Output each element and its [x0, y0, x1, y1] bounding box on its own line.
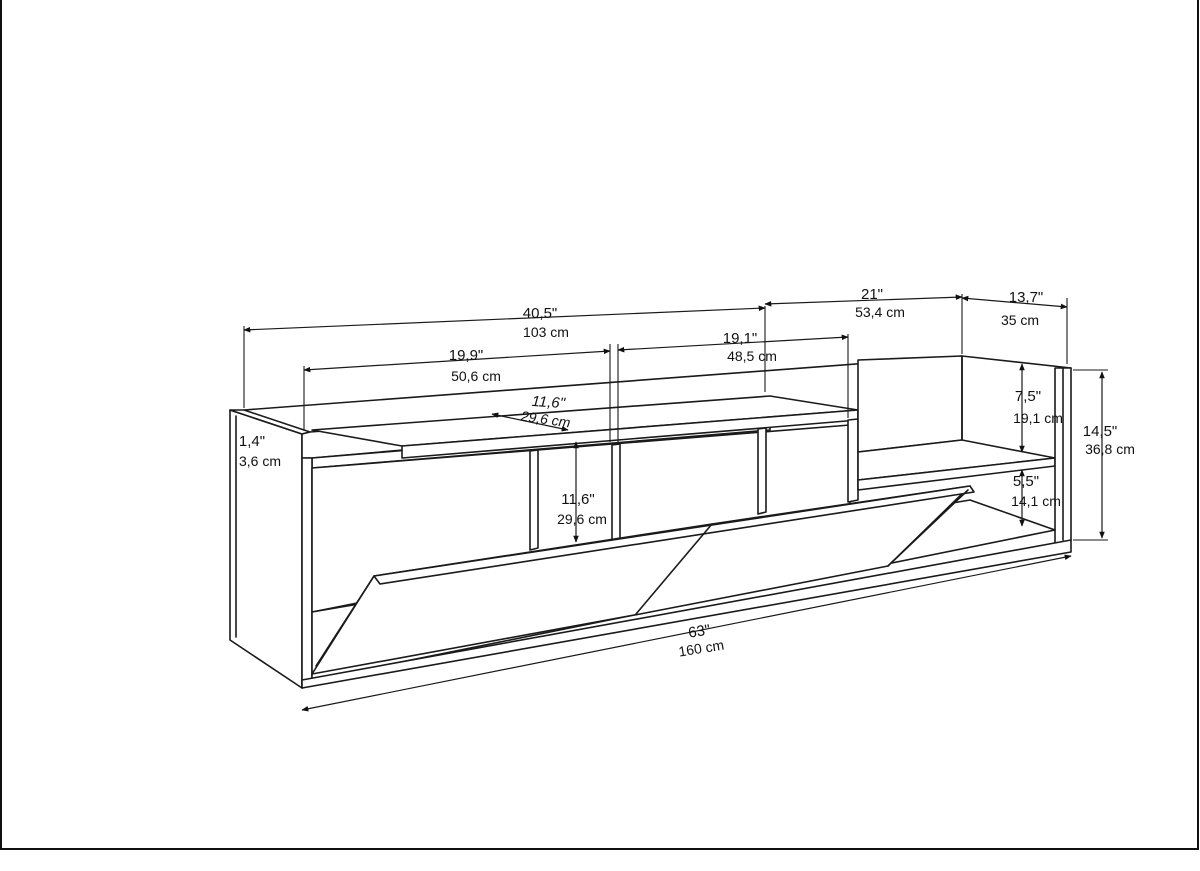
dim-line-left-section [243, 305, 766, 333]
label-raised-top-inches: 11,6" [531, 393, 566, 412]
label-overall-width-inches: 63" [687, 621, 711, 641]
dim-line-middle-top [764, 294, 963, 307]
label-middle-top-cm: 53,4 cm [855, 304, 905, 320]
label-side-thickness-inches: 1,4" [239, 433, 265, 450]
label-overall-height-cm: 36,8 cm [1085, 441, 1135, 457]
label-compartment-height-cm: 29,6 cm [557, 511, 607, 527]
label-left-compartment-inches: 19,9" [449, 347, 484, 364]
left-front-edge [301, 457, 313, 689]
label-lower-shelf-cm: 14,1 cm [1011, 493, 1061, 509]
label-compartment-height-inches: 11,6" [561, 491, 594, 508]
dim-line-overall-width [301, 554, 1072, 712]
label-center-compartment-inches: 19,1" [723, 330, 758, 347]
dim-line-left-compartment [303, 348, 611, 373]
label-left-section-cm: 103 cm [523, 324, 569, 340]
dimension-lines [243, 294, 1105, 712]
divider-3 [757, 427, 767, 515]
right-back-panel [857, 355, 963, 453]
left-side-panel [229, 409, 303, 689]
divider-1 [529, 449, 539, 551]
image-border [0, 0, 1199, 850]
dim-line-center-compartment [617, 334, 849, 353]
divider-2 [611, 443, 621, 541]
label-left-compartment-cm: 50,6 cm [451, 368, 501, 384]
label-upper-shelf-cm: 19,1 cm [1013, 410, 1063, 426]
label-center-compartment-cm: 48,5 cm [727, 348, 777, 364]
dimension-labels: 40,5" 103 cm 21" 53,4 cm 13,7" 35 cm 19,… [239, 286, 1135, 660]
divider-4 [847, 418, 859, 503]
label-side-thickness-cm: 3,6 cm [239, 453, 281, 469]
label-left-section-inches: 40,5" [523, 305, 558, 322]
dim-line-raised-top [491, 412, 569, 432]
label-raised-top-cm: 29,6 cm [519, 408, 572, 431]
flap-door-right-bevel [887, 489, 969, 567]
tv-stand-cabinet [229, 355, 1072, 689]
label-lower-shelf-inches: 5,5" [1013, 473, 1039, 490]
label-overall-width-cm: 160 cm [677, 637, 725, 660]
label-overall-height-inches: 14,5" [1083, 423, 1118, 440]
label-upper-shelf-inches: 7,5" [1015, 388, 1041, 405]
label-depth-cm: 35 cm [1001, 312, 1039, 328]
label-depth-inches: 13,7" [1009, 289, 1044, 306]
label-middle-top-inches: 21" [861, 286, 883, 303]
dim-line-depth [961, 295, 1068, 310]
